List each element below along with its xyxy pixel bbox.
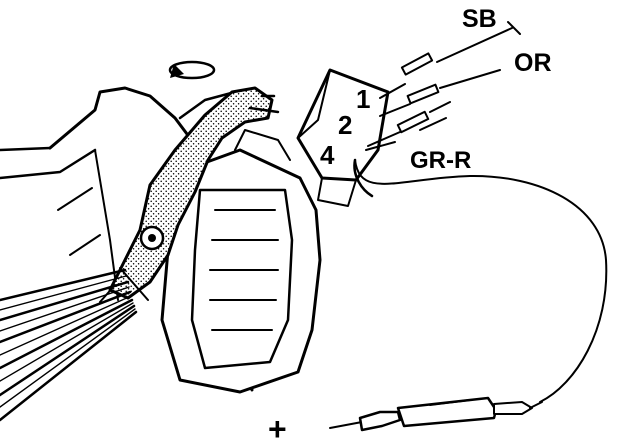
wire-label-sb: SB — [462, 5, 497, 33]
connector-block — [296, 68, 390, 207]
terminal-number-4: 4 — [320, 140, 335, 170]
connector-wires — [365, 21, 521, 151]
test-lead-wire — [353, 158, 608, 403]
wire-label-or: OR — [514, 49, 552, 77]
linkage-arm — [108, 86, 280, 300]
terminal-number-2: 2 — [338, 110, 352, 140]
rotation-arrow-icon — [168, 60, 216, 80]
cable-harness — [0, 267, 149, 422]
mounting-bracket — [160, 129, 322, 394]
test-probe — [329, 396, 543, 432]
wire-label-gr-r: GR-R — [410, 147, 471, 174]
probe-polarity-label: + — [268, 411, 287, 442]
terminal-number-1: 1 — [356, 84, 370, 114]
